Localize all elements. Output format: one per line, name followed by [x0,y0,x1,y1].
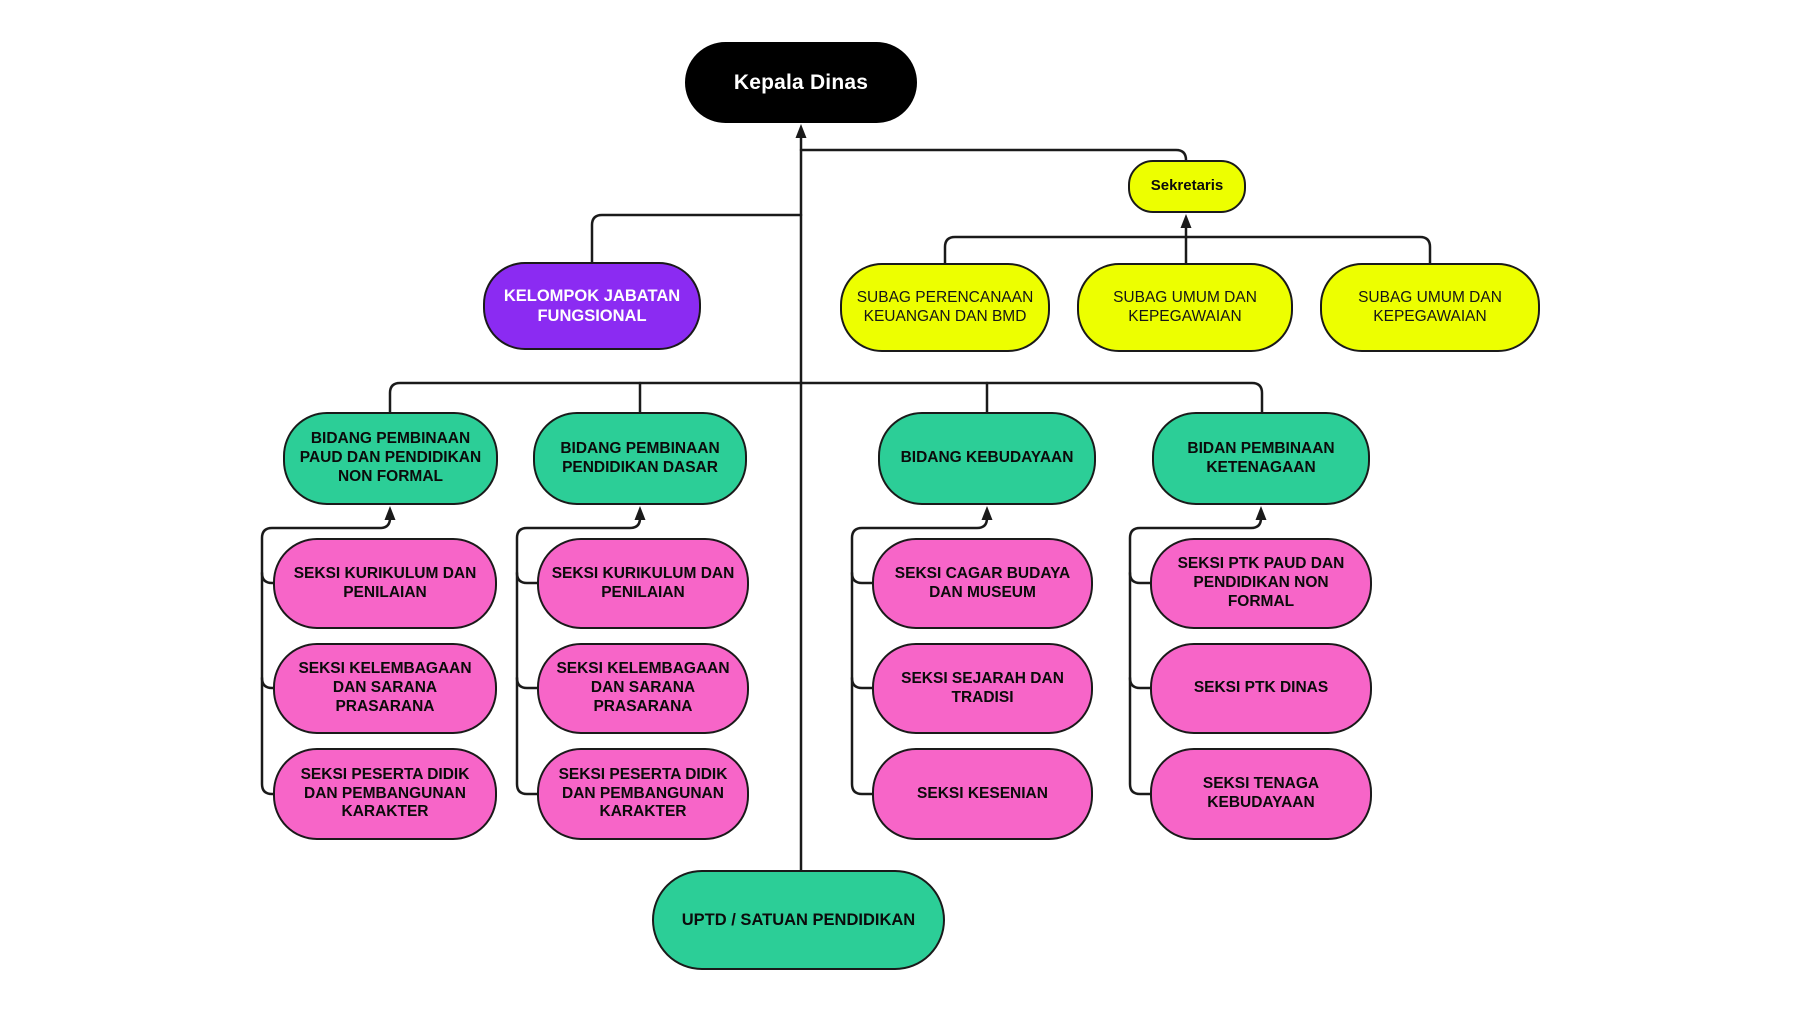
node-label: BIDAN PEMBINAAN KETENAGAAN [1187,439,1335,476]
node-label: SEKSI KURIKULUM DAN PENILAIAN [293,564,477,601]
org-node-seksi-kurikulum-2: SEKSI KURIKULUM DAN PENILAIAN [537,538,749,629]
node-label: UPTD / SATUAN PENDIDIKAN [681,910,916,929]
node-label: SEKSI KELEMBAGAAN DAN SARANA PRASARANA [298,660,472,715]
edge-seksi-2-row1 [515,571,539,585]
org-node-seksi-kelembagaan-1: SEKSI KELEMBAGAAN DAN SARANA PRASARANA [273,643,497,734]
edge-seksi-4-row2 [1128,676,1152,690]
arrowhead-bidang-4 [1255,506,1267,520]
org-node-seksi-ptk-paud: SEKSI PTK PAUD DAN PENDIDIKAN NON FORMAL [1150,538,1372,629]
arrowhead-bidang-2 [634,506,646,520]
org-node-bidang-kebudayaan: BIDANG KEBUDAYAAN [878,412,1096,505]
org-node-sekretaris: Sekretaris [1128,160,1246,213]
node-label: SEKSI KELEMBAGAAN DAN SARANA PRASARANA [556,660,730,715]
node-label: SEKSI KURIKULUM DAN PENILAIAN [551,564,735,601]
node-label: SUBAG UMUM DAN KEPEGAWAIAN [1113,288,1257,325]
org-node-subag-perencanaan: SUBAG PERENCANAAN KEUANGAN DAN BMD [840,263,1050,352]
node-label: SUBAG PERENCANAAN KEUANGAN DAN BMD [856,288,1034,325]
node-label: SUBAG UMUM DAN KEPEGAWAIAN [1358,288,1502,325]
org-node-seksi-peserta-didik-1: SEKSI PESERTA DIDIK DAN PEMBANGUNAN KARA… [273,748,497,840]
node-label: BIDANG PEMBINAAN PAUD DAN PENDIDIKAN NON… [299,430,482,485]
edge-to-kelompok [590,213,803,264]
org-node-seksi-sejarah: SEKSI SEJARAH DAN TRADISI [872,643,1093,734]
org-node-subag-umum-1: SUBAG UMUM DAN KEPEGAWAIAN [1077,263,1293,352]
edge-to-bidang-1 [388,381,803,414]
node-label: SEKSI KESENIAN [917,784,1048,802]
edge-to-subag-3 [1184,235,1432,265]
org-node-seksi-peserta-didik-2: SEKSI PESERTA DIDIK DAN PEMBANGUNAN KARA… [537,748,749,840]
org-node-kelompok-jabatan-fungsional: KELOMPOK JABATAN FUNGSIONAL [483,262,701,350]
node-label: SEKSI CAGAR BUDAYA DAN MUSEUM [894,564,1071,601]
org-node-seksi-ptk-dinas: SEKSI PTK DINAS [1150,643,1372,734]
org-node-seksi-kesenian: SEKSI KESENIAN [872,748,1093,840]
node-label: KELOMPOK JABATAN FUNGSIONAL [503,286,681,325]
node-label: SEKSI PESERTA DIDIK DAN PEMBANGUNAN KARA… [558,765,728,821]
edge-seksi-3-row1 [850,571,874,585]
org-node-bidang-ketenagaan: BIDAN PEMBINAAN KETENAGAAN [1152,412,1370,505]
org-node-seksi-cagar-budaya: SEKSI CAGAR BUDAYA DAN MUSEUM [872,538,1093,629]
node-label: Kepala Dinas [733,70,869,94]
edge-seksi-2-row2 [515,676,539,690]
org-node-bidang-pendidikan-dasar: BIDANG PEMBINAAN PENDIDIKAN DASAR [533,412,747,505]
node-label: Sekretaris [1150,177,1224,195]
node-label: SEKSI TENAGA KEBUDAYAAN [1202,775,1320,811]
edge-to-subag-1 [943,235,1188,265]
node-label: BIDANG PEMBINAAN PENDIDIKAN DASAR [560,439,720,476]
org-node-bidang-paud-nonformal: BIDANG PEMBINAAN PAUD DAN PENDIDIKAN NON… [283,412,498,505]
edge-to-bidang-4 [799,381,1264,414]
edge-seksi-4-row1 [1128,571,1152,585]
arrowhead-bidang-3 [981,506,993,520]
node-label: BIDANG KEBUDAYAAN [900,449,1074,467]
edge-seksi-1-row1 [260,571,275,585]
arrowhead-sekretaris [1180,214,1192,228]
edge-seksi-3-row2 [850,676,874,690]
org-node-seksi-kelembagaan-2: SEKSI KELEMBAGAAN DAN SARANA PRASARANA [537,643,749,734]
org-node-kepala-dinas: Kepala Dinas [685,42,917,123]
org-node-subag-umum-2: SUBAG UMUM DAN KEPEGAWAIAN [1320,263,1540,352]
org-node-seksi-tenaga-kebudayaan: SEKSI TENAGA KEBUDAYAAN [1150,748,1372,840]
node-label: SEKSI PESERTA DIDIK DAN PEMBANGUNAN KARA… [300,765,470,821]
node-label: SEKSI SEJARAH DAN TRADISI [901,669,1064,706]
arrowhead-bidang-1 [384,506,396,520]
edge-seksi-1-row2 [260,676,275,690]
node-label: SEKSI PTK DINAS [1193,679,1329,697]
org-node-uptd: UPTD / SATUAN PENDIDIKAN [652,870,945,970]
edge-to-sekretaris [799,148,1188,163]
org-node-seksi-kurikulum-1: SEKSI KURIKULUM DAN PENILAIAN [273,538,497,629]
arrowhead-kepala-dinas [795,124,807,138]
node-label: SEKSI PTK PAUD DAN PENDIDIKAN NON FORMAL [1177,555,1345,610]
